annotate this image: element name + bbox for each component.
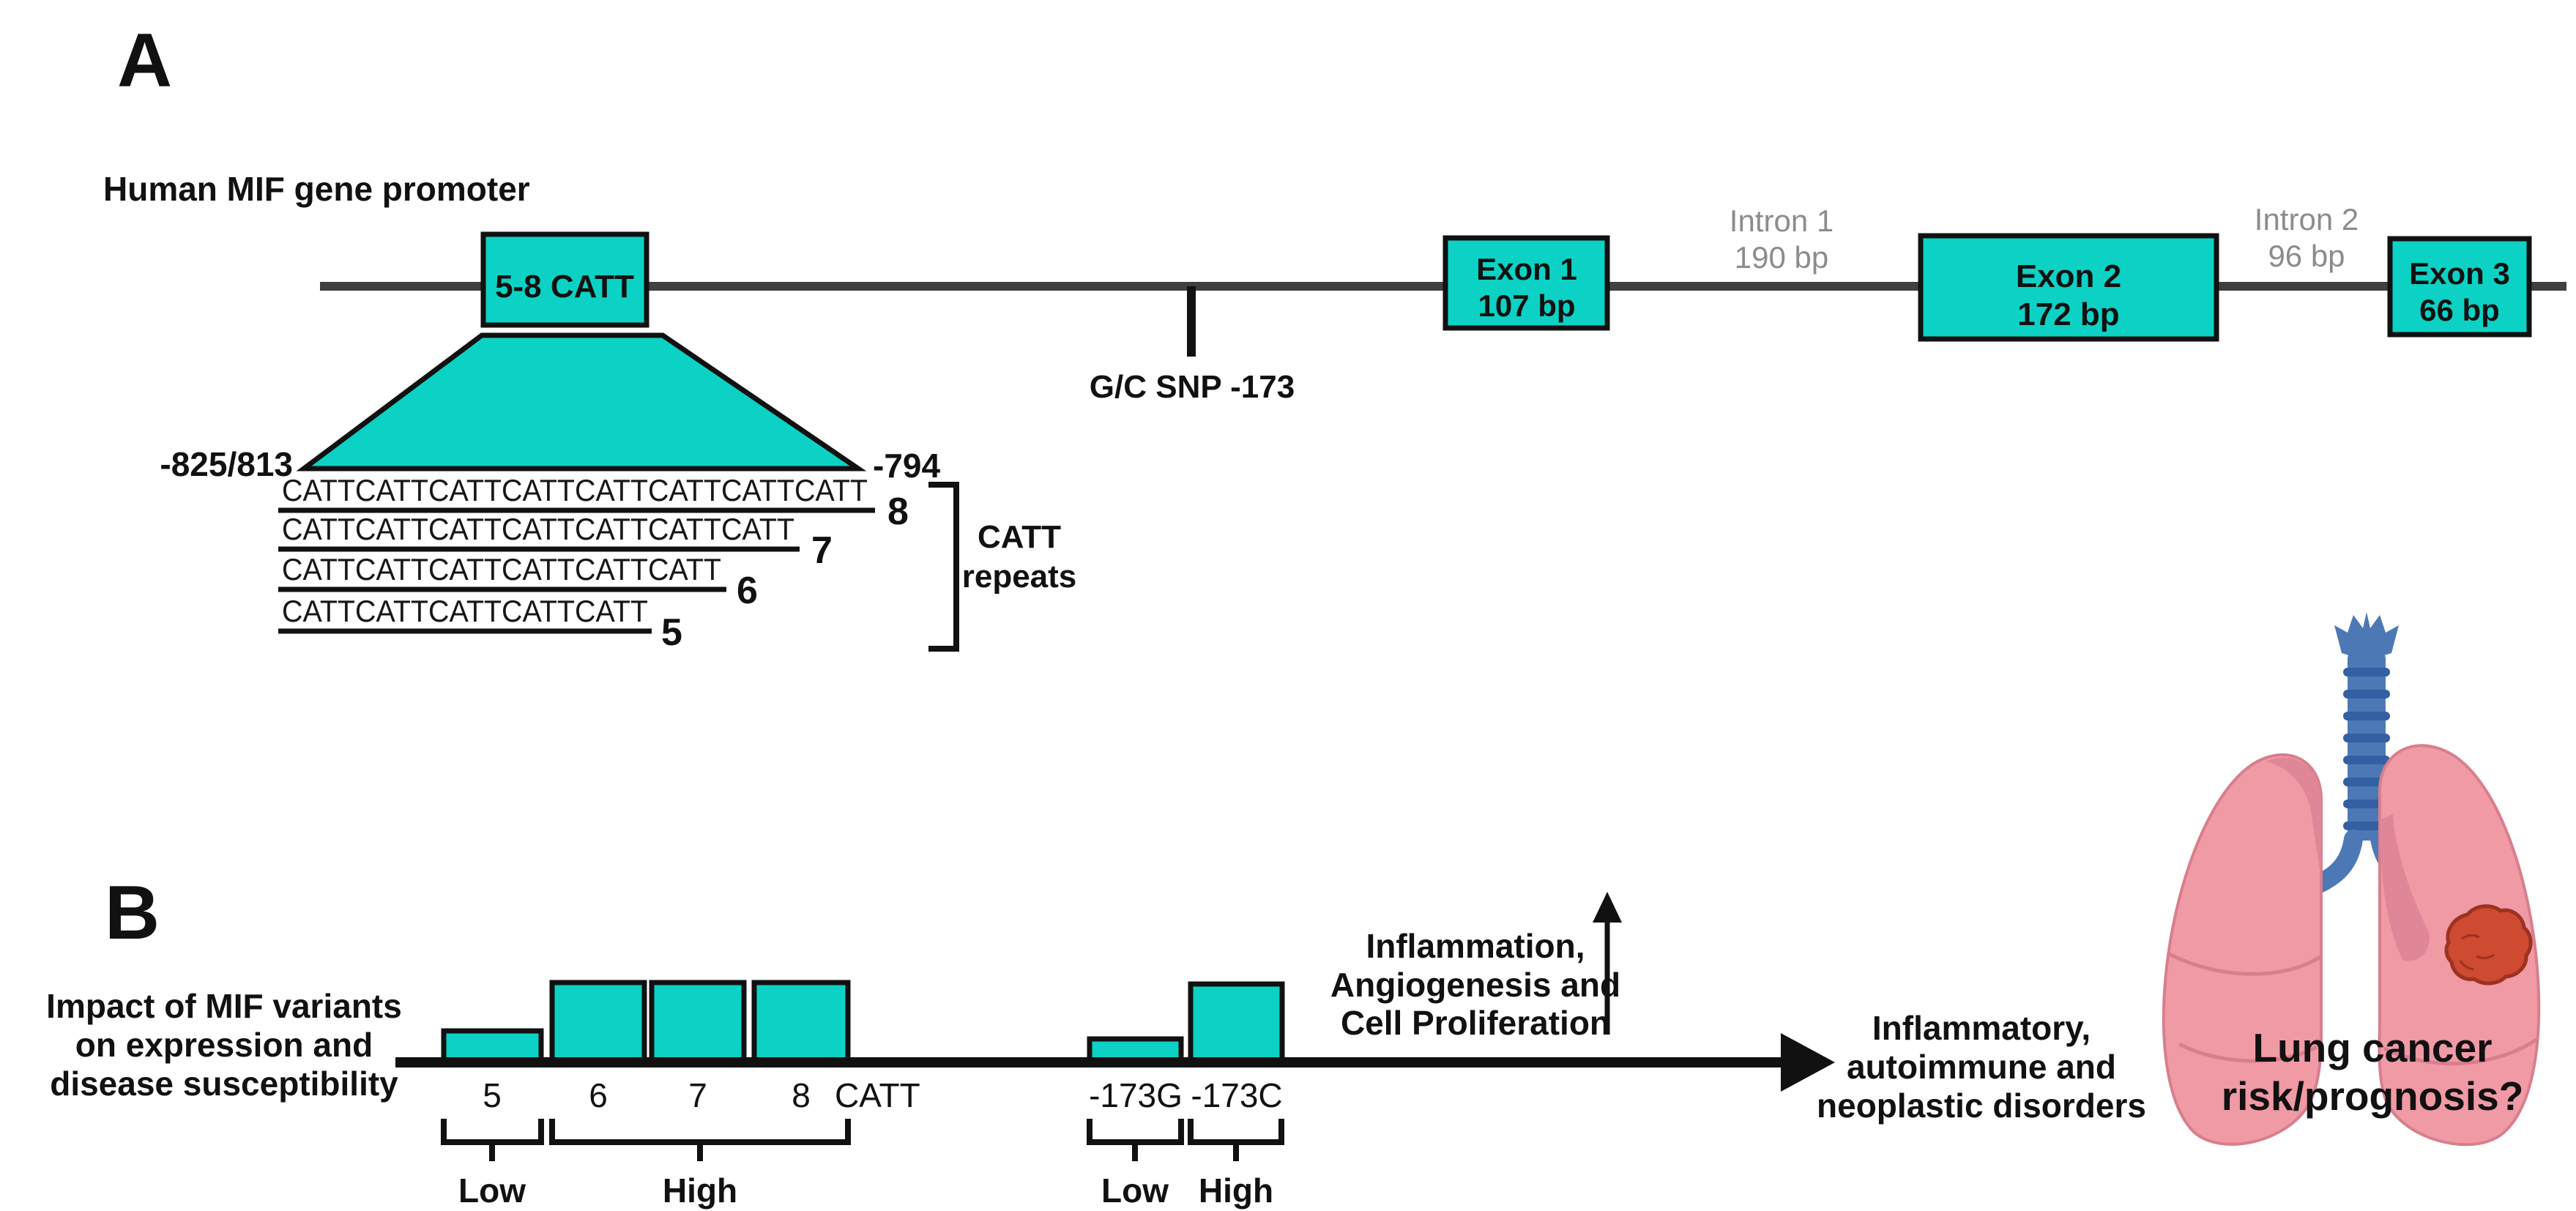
repeat-count: 6 <box>737 570 758 612</box>
group-bracket-high-catt <box>549 1119 851 1145</box>
panel-b: B Impact of MIF variants on expression a… <box>46 871 2146 1210</box>
catt-sequence-rows: CATTCATTCATTCATTCATTCATTCATTCATT 8 CATTC… <box>278 473 909 654</box>
trachea-ring <box>2343 734 2390 742</box>
process-text-line: Cell Proliferation <box>1341 1004 1610 1042</box>
left-lung-shade <box>2266 757 2321 879</box>
tumor-texture <box>2459 960 2474 971</box>
catt-repeats-bracket <box>928 482 959 652</box>
repeat-count: 8 <box>887 491 909 533</box>
lung-fissure <box>2383 1037 2538 1066</box>
repeat-count: 5 <box>661 611 682 654</box>
tumor-texture <box>2476 953 2495 960</box>
outcome-text-line: autoimmune and <box>1847 1048 2116 1086</box>
impact-text-line: on expression and <box>75 1026 373 1064</box>
panel-a: A Human MIF gene promoter 5-8 CATT G/C S… <box>103 18 2566 654</box>
exon-3-name: Exon 3 <box>2409 256 2510 291</box>
bar-tick-173c: -173C <box>1191 1076 1282 1114</box>
intron-2-size: 96 bp <box>2268 239 2345 273</box>
trachea-ring <box>2343 668 2390 677</box>
trachea-ring <box>2343 756 2390 764</box>
catt-unit-label: CATT <box>835 1076 920 1114</box>
panel-b-label: B <box>105 871 160 955</box>
high-label-snp: High <box>1199 1171 1273 1210</box>
lung-caption-line: risk/prognosis? <box>2222 1073 2524 1119</box>
exon-3-size: 66 bp <box>2419 293 2500 327</box>
axis-arrowhead <box>1781 1033 1835 1092</box>
catt-repeat-box <box>480 231 649 328</box>
group-bracket-low-catt <box>441 1119 544 1145</box>
exon-1-name: Exon 1 <box>1476 252 1577 286</box>
bar-tick-6: 6 <box>589 1076 608 1114</box>
process-text-line: Angiogenesis and <box>1330 966 1620 1004</box>
group-bracket-low-snp <box>1087 1119 1184 1145</box>
exon-1-size: 107 bp <box>1478 288 1575 323</box>
expression-bar-8catt <box>751 980 851 1063</box>
process-text-line: Inflammation, <box>1366 927 1585 965</box>
trachea-ring <box>2343 778 2390 786</box>
impact-text-line: disease susceptibility <box>50 1065 398 1103</box>
lung-fissure <box>2178 1042 2318 1063</box>
repeat-count: 7 <box>811 529 833 572</box>
low-label-catt: Low <box>458 1171 526 1210</box>
coordinate-left: -825/813 <box>160 445 293 483</box>
figure-title: Human MIF gene promoter <box>103 170 530 208</box>
high-label-catt: High <box>663 1171 737 1210</box>
right-lung-shade <box>2380 814 2430 961</box>
exon-2-name: Exon 2 <box>2016 258 2121 294</box>
zoom-trapezoid <box>296 332 867 472</box>
lungs-illustration: Lung cancer risk/prognosis? <box>2162 612 2541 1147</box>
intron-1-name: Intron 1 <box>1730 204 1834 238</box>
outcome-text-line: Inflammatory, <box>1872 1009 2091 1047</box>
catt-repeats-label-line2: repeats <box>962 559 1077 595</box>
intron-2-name: Intron 2 <box>2255 202 2359 236</box>
exon-3-box <box>2387 236 2532 338</box>
coordinate-right: -794 <box>873 447 940 485</box>
expression-bar-5catt <box>441 1028 544 1063</box>
catt-sequence-row: CATTCATTCATTCATTCATT <box>282 594 648 628</box>
intron-1-size: 190 bp <box>1735 240 1828 275</box>
catt-sequence-row: CATTCATTCATTCATTCATTCATT <box>282 552 721 586</box>
outcome-text-line: neoplastic disorders <box>1817 1087 2146 1125</box>
trachea-ring <box>2343 712 2390 720</box>
expression-bar-7catt <box>649 980 747 1063</box>
bar-tick-8: 8 <box>792 1076 811 1114</box>
expression-bar-173g <box>1087 1036 1184 1063</box>
tumor <box>2444 904 2533 985</box>
lung-caption-line: Lung cancer <box>2252 1025 2492 1070</box>
expression-bar-173c <box>1188 981 1285 1063</box>
tumor-body <box>2444 904 2533 985</box>
exon-1-box <box>1443 235 1610 331</box>
exon-2-box <box>1918 233 2219 342</box>
impact-text-line: Impact of MIF variants <box>46 987 402 1025</box>
exon-2-size: 172 bp <box>2017 297 2119 332</box>
trachea-ring <box>2343 690 2390 698</box>
left-lung <box>2162 753 2323 1146</box>
bar-tick-173g: -173G <box>1089 1076 1183 1114</box>
expression-bar-6catt <box>549 980 647 1063</box>
larynx <box>2334 612 2399 657</box>
catt-sequence-row: CATTCATTCATTCATTCATTCATTCATTCATT <box>282 473 868 507</box>
catt-sequence-row: CATTCATTCATTCATTCATTCATTCATT <box>282 512 794 546</box>
panel-a-label: A <box>117 18 172 103</box>
bar-tick-7: 7 <box>688 1076 707 1114</box>
lung-fissure <box>2166 951 2323 976</box>
catt-repeats-label-line1: CATT <box>978 519 1061 555</box>
up-arrowhead <box>1593 892 1622 923</box>
snp-label: G/C SNP -173 <box>1090 369 1295 405</box>
group-bracket-high-snp <box>1188 1119 1284 1145</box>
low-label-snp: Low <box>1101 1171 1169 1210</box>
bar-tick-5: 5 <box>483 1076 502 1114</box>
catt-repeat-box-label: 5-8 CATT <box>495 269 634 305</box>
tumor-texture <box>2461 934 2480 940</box>
